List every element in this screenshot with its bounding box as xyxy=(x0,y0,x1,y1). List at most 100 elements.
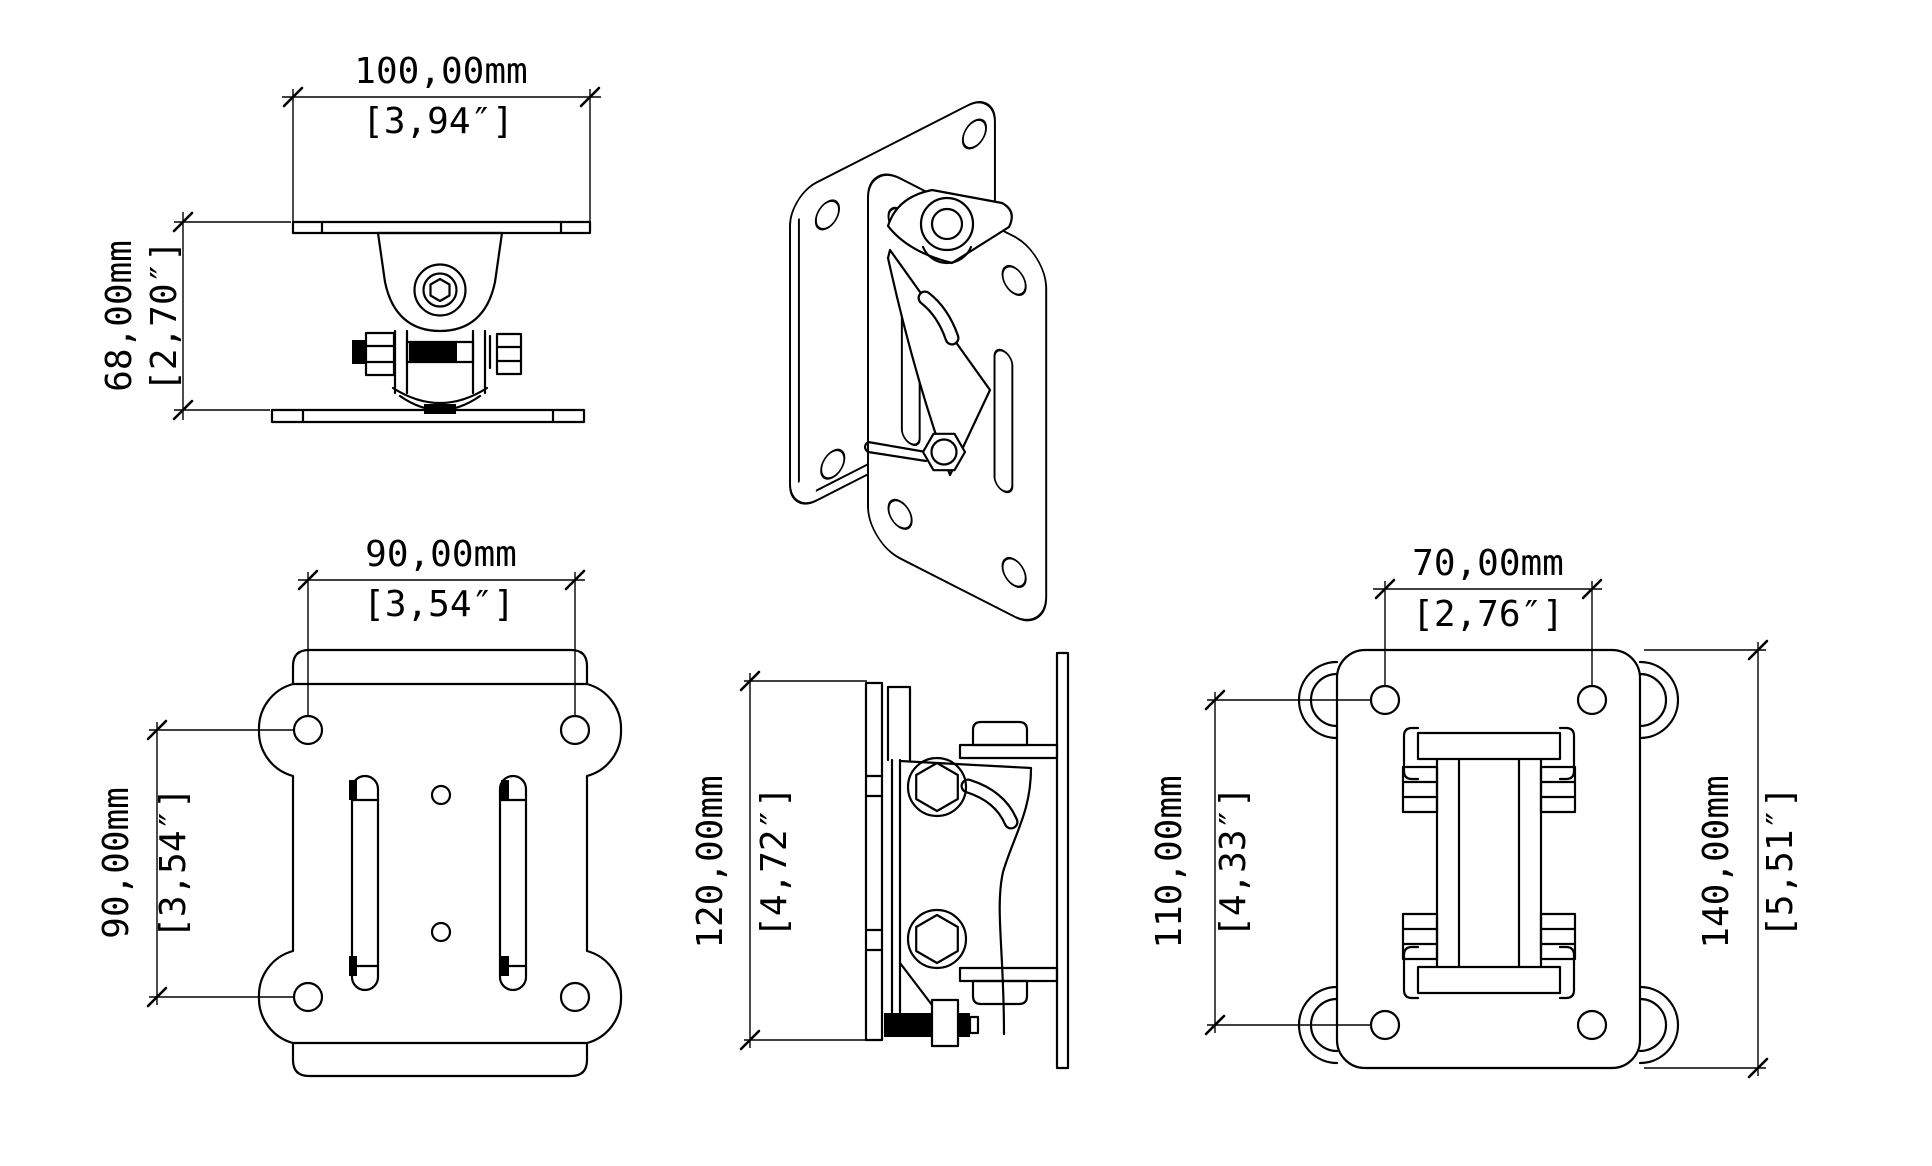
bolt-thread xyxy=(409,343,457,361)
mounting-hole xyxy=(292,981,324,1013)
dim-tick xyxy=(282,86,304,108)
wall-plate-edge xyxy=(270,408,586,424)
speaker-plate-edge-view xyxy=(864,681,884,1042)
mounting-hole xyxy=(1369,684,1401,716)
dim-front-horizontal-mm-label: 90,00mm xyxy=(365,534,517,575)
channel-hook xyxy=(1402,945,1420,1000)
dim-rear-left: 110,00mm [4,33″] xyxy=(1149,689,1371,1036)
center-hole xyxy=(430,784,452,806)
channel-clip xyxy=(501,780,509,800)
dim-tick xyxy=(564,569,586,591)
plate-edge-outline xyxy=(270,408,586,424)
dim-top-width-inch-label: [3,94″] xyxy=(362,101,514,142)
ear-bulge-arc xyxy=(1638,997,1668,1053)
ear-bulge-arc xyxy=(1297,660,1339,740)
dim-front-vertical: 90,00mm [3,54″] xyxy=(96,719,293,1008)
stud-line xyxy=(866,440,928,454)
dim-tick xyxy=(1747,639,1769,661)
dim-front-vertical-mm-label: 90,00mm xyxy=(96,787,137,939)
channel-hook xyxy=(1402,726,1420,781)
center-hole xyxy=(430,921,452,943)
dim-top-depth-inch-label: [2,70″] xyxy=(144,240,185,392)
plate-edge-outline xyxy=(864,681,884,1042)
ear-bulge-arc xyxy=(1638,672,1668,728)
hex-bolt-head xyxy=(915,761,959,813)
ear-bulge-arc xyxy=(1297,985,1339,1065)
dim-rear-right-inch-label: [5,51″] xyxy=(1760,786,1801,938)
pivot-bracket xyxy=(886,685,1033,1036)
bolt-shaft xyxy=(405,340,475,364)
ear-bulge-arc xyxy=(1309,672,1339,728)
dim-side-height-inch-label: [4,72″] xyxy=(754,786,795,938)
hex-nut-profile xyxy=(1539,765,1577,814)
dim-top-width: 100,00mm [3,94″] xyxy=(282,51,601,221)
dim-tick xyxy=(1581,578,1603,600)
dim-rear-top-mm-label: 70,00mm xyxy=(1412,543,1564,584)
plate-edge-outline xyxy=(1055,651,1070,1070)
flange-pad xyxy=(971,720,1029,747)
bracket-chamfer-line xyxy=(898,961,934,1007)
side-channel-slot xyxy=(993,348,1014,494)
clamp-block xyxy=(930,998,960,1048)
dim-side-height-mm-label: 120,00mm xyxy=(690,775,731,948)
dim-tick xyxy=(1374,578,1396,600)
stud-line xyxy=(866,450,928,463)
side-channel-slot xyxy=(350,774,380,992)
mounting-hole xyxy=(1001,264,1027,296)
rod-end-cap xyxy=(968,1015,980,1035)
dim-tick xyxy=(739,1029,761,1051)
pivot-bolt-head xyxy=(919,196,975,252)
hex-nut-profile xyxy=(1401,912,1439,961)
channel-clip xyxy=(349,780,357,800)
mounting-hole xyxy=(1001,556,1027,588)
dim-rear-right: 140,00mm [5,51″] xyxy=(1644,639,1801,1079)
bracket-outline xyxy=(898,759,1033,1036)
hex-nut-profile xyxy=(1401,765,1439,814)
channel-hook xyxy=(1558,945,1576,1000)
dim-side-height: 120,00mm [4,72″] xyxy=(690,670,867,1051)
dim-top-depth: 68,00mm [2,70″] xyxy=(99,211,291,421)
channel-top-bar xyxy=(1416,731,1562,761)
clevis-outline xyxy=(376,231,504,333)
side-channel-slot xyxy=(498,774,528,992)
mounting-hole xyxy=(820,448,846,480)
threaded-rod xyxy=(884,1013,932,1037)
mounting-hole xyxy=(1369,1009,1401,1041)
dim-tick xyxy=(1204,689,1226,711)
mounting-hole xyxy=(1576,1009,1608,1041)
flange-pad xyxy=(971,979,1029,1006)
front-plate-face xyxy=(257,648,623,1078)
view-side: 120,00mm [4,72″] xyxy=(690,651,1070,1070)
dim-front-horizontal: 90,00mm [3,54″] xyxy=(297,534,586,716)
mounting-hole xyxy=(814,199,840,231)
hinge-assembly xyxy=(352,329,523,414)
rear-plate-face xyxy=(1297,648,1680,1070)
hinge-yoke-arc xyxy=(391,386,489,404)
hex-nut-right xyxy=(495,332,523,376)
bolt-cylinder-arc xyxy=(921,245,973,265)
dim-rear-top-inch-label: [2,76″] xyxy=(1412,594,1564,635)
curved-slot-inner xyxy=(919,292,958,344)
dim-tick xyxy=(172,399,194,421)
dim-tick xyxy=(146,986,168,1008)
channel-bottom-bar xyxy=(1416,965,1562,995)
dim-front-vertical-inch-label: [3,54″] xyxy=(153,787,194,939)
iso-hinge-bracket xyxy=(863,188,1013,477)
hex-socket-icon xyxy=(429,277,451,303)
channel-clip xyxy=(501,956,509,976)
mounting-hole xyxy=(559,714,591,746)
hex-nut-profile xyxy=(1539,912,1577,961)
clevis-assembly xyxy=(376,231,504,333)
dim-rear-right-mm-label: 140,00mm xyxy=(1696,775,1737,948)
dim-tick xyxy=(146,719,168,741)
view-front: 90,00mm [3,54″] 90,00mm [3,54″] xyxy=(96,534,623,1078)
pivot-bolt-socket xyxy=(930,207,964,241)
mounting-hole xyxy=(292,714,324,746)
plate-outline xyxy=(257,648,623,1078)
bolt-tip xyxy=(352,340,366,364)
dim-front-horizontal-inch-label: [3,54″] xyxy=(363,584,515,625)
dim-top-width-mm-label: 100,00mm xyxy=(354,51,527,92)
ear-bulge-arc xyxy=(1638,660,1680,740)
pivot-bolt-head xyxy=(413,263,467,317)
flange-bar xyxy=(958,966,1059,983)
